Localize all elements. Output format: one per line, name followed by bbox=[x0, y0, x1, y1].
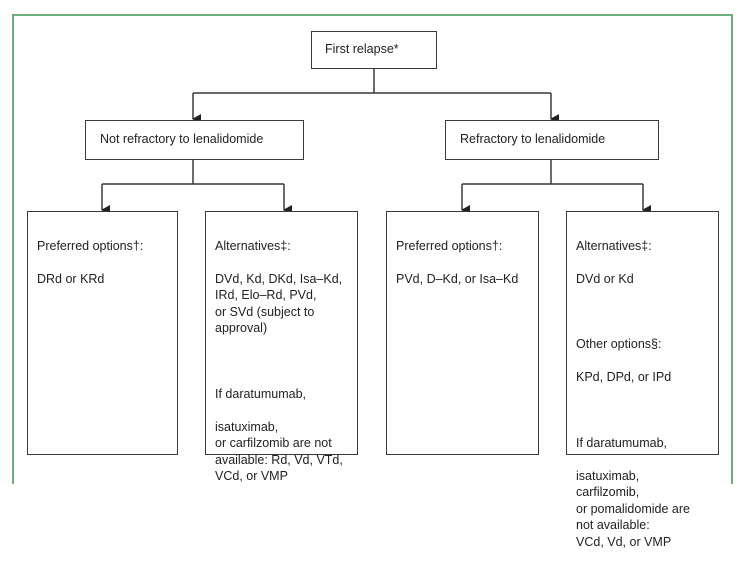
leaf-paragraph: Alternatives‡: DVd or Kd bbox=[576, 221, 712, 304]
leaf-text: PVd, D–Kd, or Isa–Kd bbox=[396, 271, 519, 286]
leaf-heading: Other options§: bbox=[576, 337, 662, 351]
leaf-paragraph: If daratumumab, isatuximab, or carfilzom… bbox=[215, 369, 351, 501]
leaf-preferred-refractory: Preferred options†: PVd, D–Kd, or Isa–Kd bbox=[386, 211, 539, 455]
node-not-refractory: Not refractory to lenalidomide bbox=[85, 120, 304, 160]
connector-lines bbox=[101, 69, 651, 215]
leaf-heading: Preferred options†: bbox=[37, 238, 144, 253]
leaf-text: isatuximab, or carfilzomib are not avail… bbox=[215, 419, 343, 484]
node-refractory-label: Refractory to lenalidomide bbox=[460, 132, 606, 146]
leaf-paragraph: If daratumumab, isatuximab, carfilzomib,… bbox=[576, 418, 712, 567]
leaf-heading: Alternatives‡: bbox=[215, 238, 291, 253]
leaf-paragraph: Other options§: KPd, DPd, or IPd bbox=[576, 320, 712, 403]
node-refractory: Refractory to lenalidomide bbox=[445, 120, 659, 160]
figure-frame bbox=[12, 14, 733, 484]
leaf-heading: Preferred options†: bbox=[396, 238, 503, 253]
leaf-preferred-not-refractory: Preferred options†: DRd or KRd bbox=[27, 211, 178, 455]
leaf-paragraph: Preferred options†: PVd, D–Kd, or Isa–Kd bbox=[396, 221, 532, 304]
leaf-text: DVd or Kd bbox=[576, 271, 634, 286]
node-first-relapse-label: First relapse* bbox=[325, 42, 399, 56]
leaf-alternatives-refractory: Alternatives‡: DVd or Kd Other options§:… bbox=[566, 211, 719, 549]
leaf-text: isatuximab, carfilzomib, or pomalidomide… bbox=[576, 468, 690, 549]
node-not-refractory-label: Not refractory to lenalidomide bbox=[100, 132, 264, 146]
leaf-text: DRd or KRd bbox=[37, 271, 105, 286]
leaf-heading: If daratumumab, bbox=[215, 386, 307, 401]
node-first-relapse: First relapse* bbox=[311, 31, 437, 69]
leaf-heading: If daratumumab, bbox=[576, 435, 668, 450]
leaf-text: KPd, DPd, or IPd bbox=[576, 370, 672, 384]
leaf-heading: Alternatives‡: bbox=[576, 238, 652, 253]
leaf-text: DVd, Kd, DKd, Isa–Kd, IRd, Elo–Rd, PVd, … bbox=[215, 271, 343, 336]
leaf-paragraph: Alternatives‡: DVd, Kd, DKd, Isa–Kd, IRd… bbox=[215, 221, 351, 353]
leaf-alternatives-not-refractory: Alternatives‡: DVd, Kd, DKd, Isa–Kd, IRd… bbox=[205, 211, 358, 483]
leaf-paragraph: Preferred options†: DRd or KRd bbox=[37, 221, 171, 304]
